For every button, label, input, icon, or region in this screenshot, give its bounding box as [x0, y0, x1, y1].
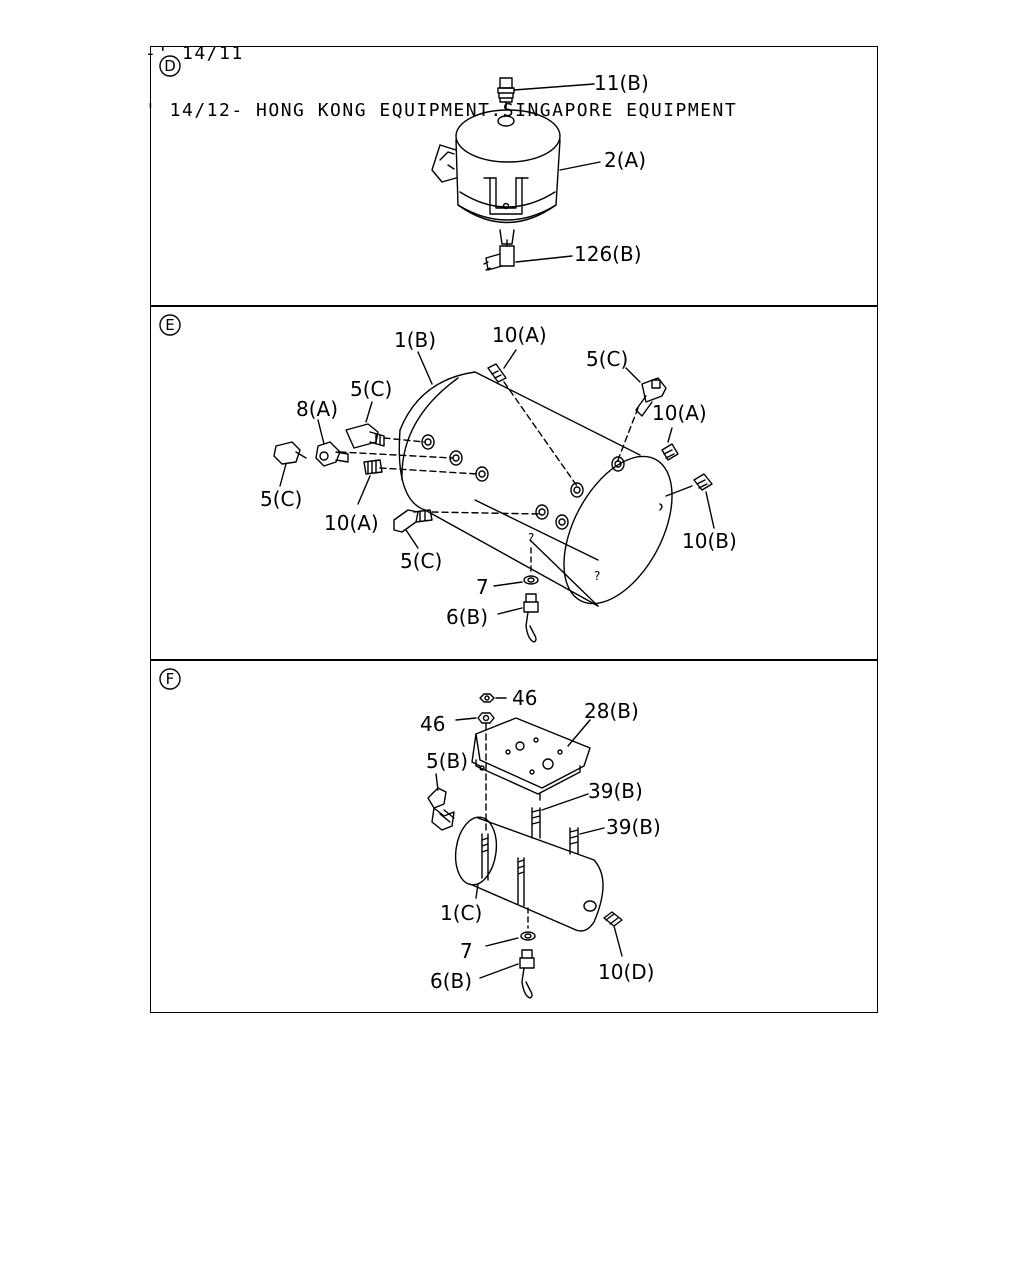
- fitting-11b: [497, 77, 515, 109]
- panel-d-drawing: D 11(B) 2(A): [159, 55, 649, 271]
- callout-7-e: 7: [476, 575, 489, 599]
- plug-10d: [603, 911, 623, 927]
- elbow-5c-lower: [393, 509, 433, 533]
- callout-11b: 11(B): [594, 71, 649, 95]
- callout-1c: 1(C): [440, 901, 482, 925]
- panel-e: [150, 305, 878, 661]
- mark-question-1: ?: [528, 531, 534, 545]
- leader-10b-tank: [665, 485, 693, 497]
- panel-d: [150, 46, 878, 307]
- leader-5c-upper: [365, 401, 373, 423]
- panel-f: [150, 659, 878, 1013]
- callout-5b: 5(B): [426, 749, 468, 773]
- drain-valve-6b-f: [519, 949, 535, 999]
- callout-10a-top: 10(A): [492, 323, 547, 347]
- callout-5c-lower: 5(C): [400, 549, 442, 573]
- washer-7-e: [523, 575, 539, 585]
- plug-10a-right: [661, 443, 679, 461]
- tank-mark: [659, 503, 663, 511]
- callout-10d: 10(D): [598, 960, 654, 984]
- nut-46-lower: [477, 712, 495, 724]
- leader-7-e: [493, 581, 523, 587]
- callout-39b-b: 39(B): [606, 815, 661, 839]
- leader-28b: [567, 719, 591, 747]
- leader-39b-b: [579, 827, 605, 835]
- callout-39b-a: 39(B): [588, 779, 643, 803]
- elbow-5c-right: [635, 377, 667, 417]
- callout-6b-f: 6(B): [430, 969, 472, 993]
- callout-46-top: 46: [512, 686, 537, 710]
- section-marker-f: [159, 668, 181, 690]
- leader-10a-left: [357, 475, 371, 505]
- tee-8a: [315, 441, 349, 467]
- callout-126b: 126(B): [574, 242, 642, 266]
- elbow-5c-left: [273, 441, 307, 465]
- leader-1c: [475, 883, 479, 899]
- panel-f-drawing: F 46 46 28(B): [159, 668, 661, 999]
- plug-10a-top: [487, 363, 507, 383]
- drain-valve-6b-e: [523, 593, 539, 643]
- leader-39b-a: [541, 793, 589, 811]
- section-marker-e: [159, 314, 181, 336]
- section-marker-d: [159, 55, 181, 77]
- mark-question-2: ?: [594, 569, 600, 583]
- leader-11b: [513, 83, 595, 91]
- nut-46-top: [479, 693, 495, 703]
- leader-10d: [613, 925, 623, 957]
- callout-1b: 1(B): [394, 328, 436, 352]
- callout-5c-left: 5(C): [260, 487, 302, 511]
- air-dryer-2a: [431, 109, 561, 245]
- leader-2a: [559, 161, 601, 171]
- plug-10a-left: [363, 459, 383, 475]
- u-bolt-39b-b: [569, 827, 579, 855]
- callout-5c-right: 5(C): [586, 347, 628, 371]
- leader-5b: [435, 773, 439, 791]
- leader-10b: [705, 491, 715, 529]
- leader-126b: [515, 255, 573, 263]
- air-tank-1b: [398, 371, 673, 607]
- washer-7-f: [520, 931, 536, 941]
- callout-46-lower: 46: [420, 712, 445, 736]
- section-label-f: F: [166, 670, 175, 688]
- callout-5c-upper: 5(C): [350, 377, 392, 401]
- callout-2a: 2(A): [604, 148, 646, 172]
- callout-10a-right: 10(A): [652, 401, 707, 425]
- air-tank-1c: [454, 816, 604, 932]
- leader-5c-right: [625, 367, 641, 383]
- leader-5c-left: [279, 463, 287, 487]
- elbow-126b: [483, 239, 515, 271]
- callout-6b-e: 6(B): [446, 605, 488, 629]
- leader-8a: [317, 419, 325, 445]
- leader-10a-top: [503, 349, 517, 369]
- leader-46-lower: [455, 717, 477, 721]
- leader-5c-lower: [405, 529, 419, 549]
- leader-6b-e: [497, 607, 523, 615]
- callout-28b: 28(B): [584, 699, 639, 723]
- u-bolt-39b-a: [531, 807, 541, 839]
- tank-ports: [421, 434, 625, 530]
- callout-10a-left: 10(A): [324, 511, 379, 535]
- leader-6b-f: [479, 963, 519, 979]
- callout-10b: 10(B): [682, 529, 737, 553]
- leader-10a-right: [667, 427, 673, 443]
- panel-e-drawing: E: [159, 314, 737, 643]
- leader-1b: [417, 351, 433, 385]
- elbow-5c-upper: [345, 423, 385, 449]
- section-label-e: E: [165, 316, 174, 334]
- section-label-d: D: [164, 57, 176, 75]
- bracket-28b: [471, 717, 591, 801]
- elbow-5b: [427, 787, 455, 831]
- assembly-lines-e: [339, 381, 639, 515]
- callout-7-f: 7: [460, 939, 473, 963]
- callout-8a: 8(A): [296, 397, 338, 421]
- leader-7-f: [485, 937, 519, 947]
- plug-10b: [693, 473, 713, 491]
